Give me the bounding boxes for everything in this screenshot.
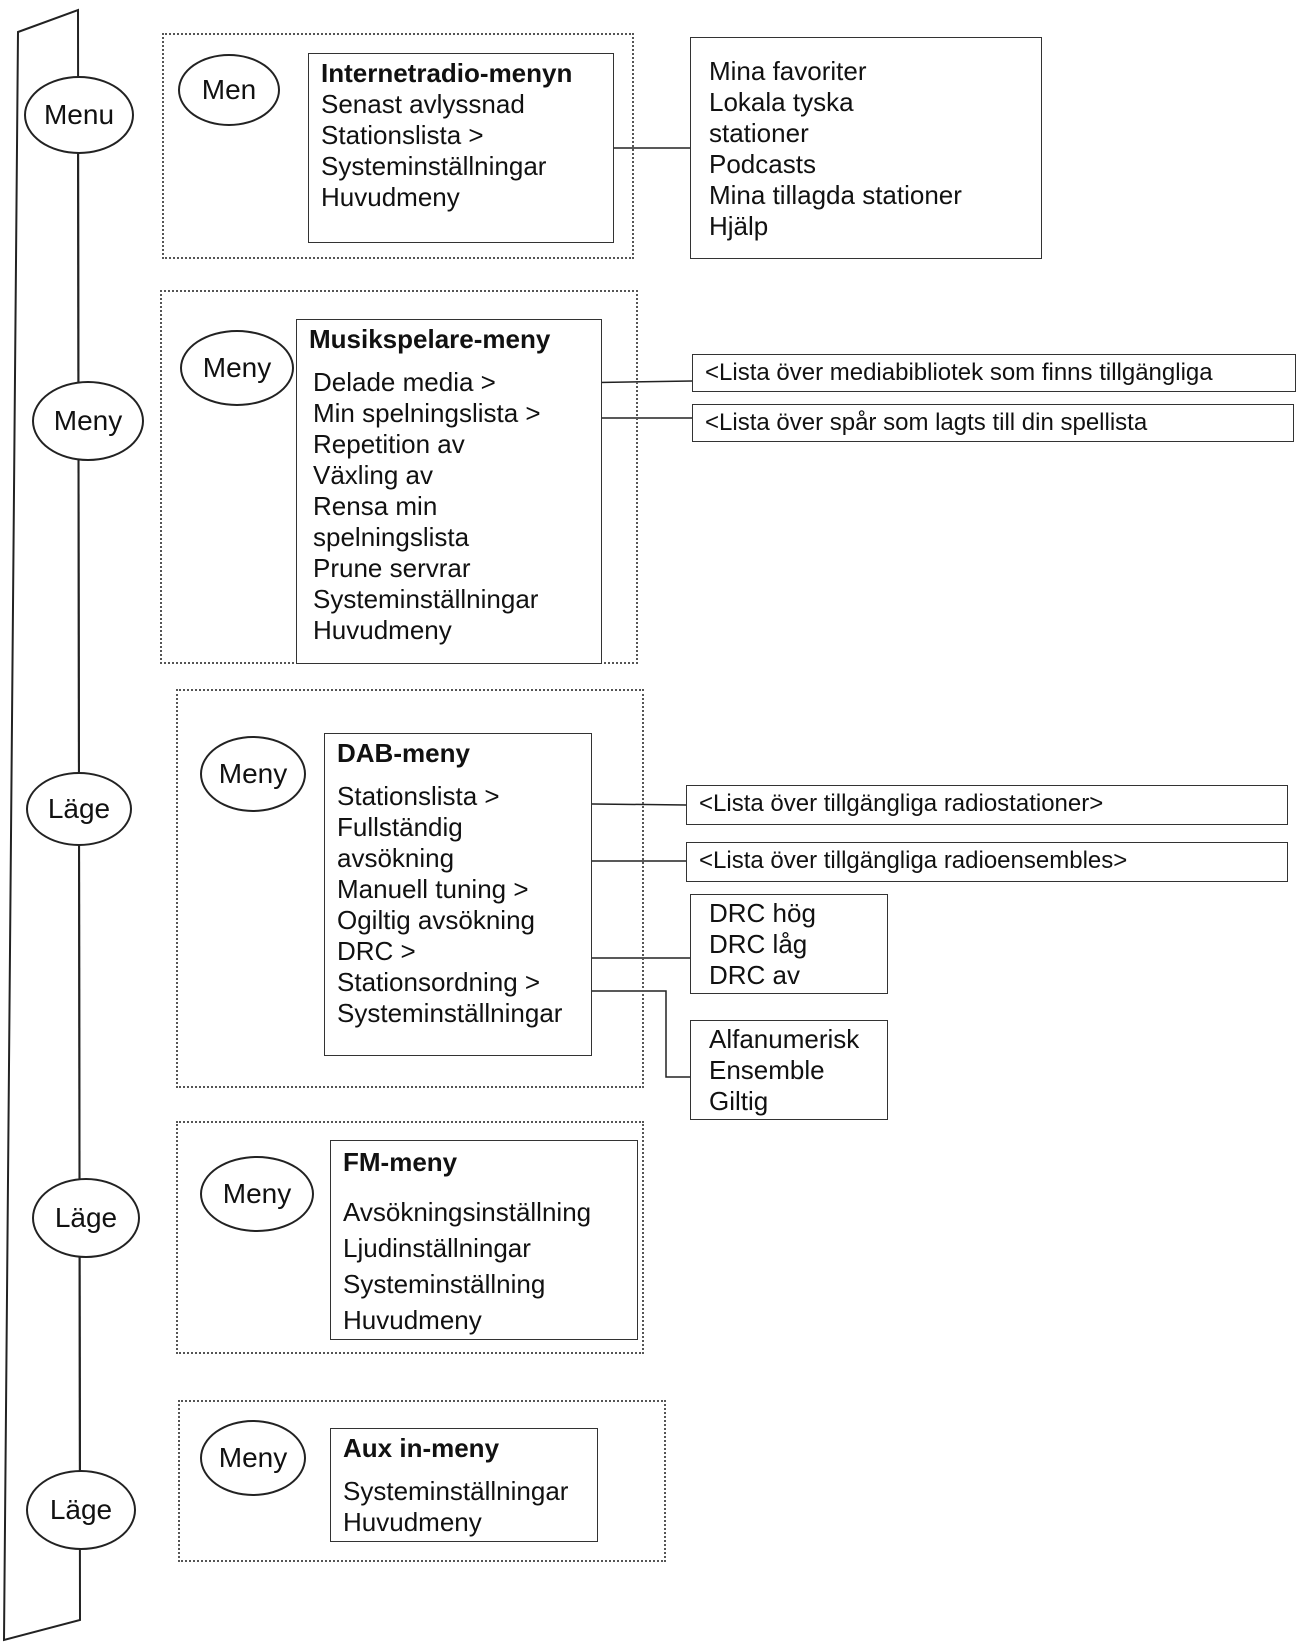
drc-option[interactable]: DRC av [709, 960, 801, 990]
station-order-options: Alfanumerisk Ensemble Giltig [690, 1020, 888, 1120]
menu-item-huvudmeny[interactable]: Huvudmeny [313, 615, 452, 645]
rail-menu-button[interactable]: Menu [24, 76, 134, 154]
station-item[interactable]: Podcasts [709, 149, 816, 179]
station-item[interactable]: stationer [709, 118, 809, 148]
menu-item-ogiltig[interactable]: Ogiltig avsökning [337, 905, 535, 935]
radio-ensembles-list-label[interactable]: <Lista över tillgängliga radioensembles> [686, 842, 1288, 882]
menu-item-avsokningsinstallning[interactable]: Avsökningsinställning [343, 1197, 592, 1227]
internet-menu-title: Internetradio-menyn [321, 58, 573, 88]
order-option[interactable]: Ensemble [709, 1055, 825, 1085]
music-player-menu: Musikspelare-meny Delade media > Min spe… [296, 319, 602, 664]
menu-item-fullstandig[interactable]: Fullständig [337, 812, 463, 842]
fm-group [176, 1121, 644, 1354]
menu-item-avsokning[interactable]: avsökning [337, 843, 455, 873]
radio-stations-list-label[interactable]: <Lista över tillgängliga radiostationer> [686, 785, 1288, 825]
menu-item-systeminstallningar[interactable]: Systeminställningar [337, 998, 563, 1028]
drc-option[interactable]: DRC hög [709, 898, 816, 928]
rail-lage-button-dab[interactable]: Läge [26, 772, 132, 846]
menu-item-stationslista[interactable]: Stationslista > [337, 781, 500, 811]
aux-in-menu: Aux in-meny Systeminställningar Huvudmen… [330, 1428, 598, 1542]
station-item[interactable]: Mina tillagda stationer [709, 180, 962, 210]
menu-item-repetition[interactable]: Repetition av [313, 429, 465, 459]
menu-item-manuell-tuning[interactable]: Manuell tuning > [337, 874, 529, 904]
music-menu-title: Musikspelare-meny [309, 324, 551, 354]
order-option[interactable]: Alfanumerisk [709, 1024, 860, 1054]
order-option[interactable]: Giltig [709, 1086, 769, 1116]
menu-item-huvudmeny[interactable]: Huvudmeny [343, 1507, 482, 1537]
station-item[interactable]: Mina favoriter [709, 56, 867, 86]
rail-meny-button[interactable]: Meny [32, 381, 144, 461]
fm-menu: FM-meny Avsökningsinställning Ljudinstäl… [330, 1140, 638, 1340]
menu-item-stationslista[interactable]: Stationslista > [321, 120, 484, 150]
rail-lage-button-fm[interactable]: Läge [32, 1178, 140, 1258]
aux-meny-button[interactable]: Meny [200, 1420, 306, 1496]
internet-radio-menu: Internetradio-menyn Senast avlyssnad Sta… [308, 53, 614, 243]
menu-item-senast[interactable]: Senast avlyssnad [321, 89, 525, 119]
rail-lage-button-aux[interactable]: Läge [26, 1470, 136, 1550]
drc-options: DRC hög DRC låg DRC av [690, 894, 888, 994]
aux-in-group [178, 1400, 666, 1562]
menu-item-systeminstallningar[interactable]: Systeminställningar [343, 1476, 569, 1506]
menu-item-drc[interactable]: DRC > [337, 936, 416, 966]
fm-menu-title: FM-meny [343, 1147, 458, 1177]
dab-menu-title: DAB-meny [337, 738, 470, 768]
menu-item-delade-media[interactable]: Delade media > [313, 367, 496, 397]
menu-item-rensa-cont[interactable]: spelningslista [313, 522, 470, 552]
internet-stations-list: Mina favoriter Lokala tyska stationer Po… [690, 37, 1042, 259]
menu-item-min-spelningslista[interactable]: Min spelningslista > [313, 398, 541, 428]
internet-meny-button[interactable]: Men [178, 54, 280, 126]
menu-item-rensa[interactable]: Rensa min [313, 491, 438, 521]
fm-meny-button[interactable]: Meny [200, 1156, 314, 1232]
menu-item-huvudmeny[interactable]: Huvudmeny [321, 182, 460, 212]
aux-menu-title: Aux in-meny [343, 1433, 500, 1463]
menu-item-vaxling[interactable]: Växling av [313, 460, 433, 490]
menu-item-systeminstallningar[interactable]: Systeminställningar [321, 151, 547, 181]
shared-media-list-label[interactable]: <Lista över mediabibliotek som finns til… [692, 354, 1296, 392]
dab-menu: DAB-meny Stationslista > Fullständig avs… [324, 733, 592, 1056]
menu-item-systeminstallningar[interactable]: Systeminställningar [313, 584, 539, 614]
playlist-list-label[interactable]: <Lista över spår som lagts till din spel… [692, 404, 1294, 442]
dab-group [176, 689, 644, 1088]
drc-option[interactable]: DRC låg [709, 929, 808, 959]
music-meny-button[interactable]: Meny [180, 330, 294, 406]
internet-radio-group [162, 33, 634, 259]
menu-item-ljudinstallningar[interactable]: Ljudinställningar [343, 1233, 531, 1263]
dab-meny-button[interactable]: Meny [200, 736, 306, 812]
station-item[interactable]: Hjälp [709, 211, 769, 241]
menu-item-prune[interactable]: Prune servrar [313, 553, 471, 583]
menu-item-huvudmeny[interactable]: Huvudmeny [343, 1305, 482, 1335]
station-item[interactable]: Lokala tyska [709, 87, 854, 117]
menu-item-stationsordning[interactable]: Stationsordning > [337, 967, 541, 997]
menu-item-systeminstallning[interactable]: Systeminställning [343, 1269, 546, 1299]
